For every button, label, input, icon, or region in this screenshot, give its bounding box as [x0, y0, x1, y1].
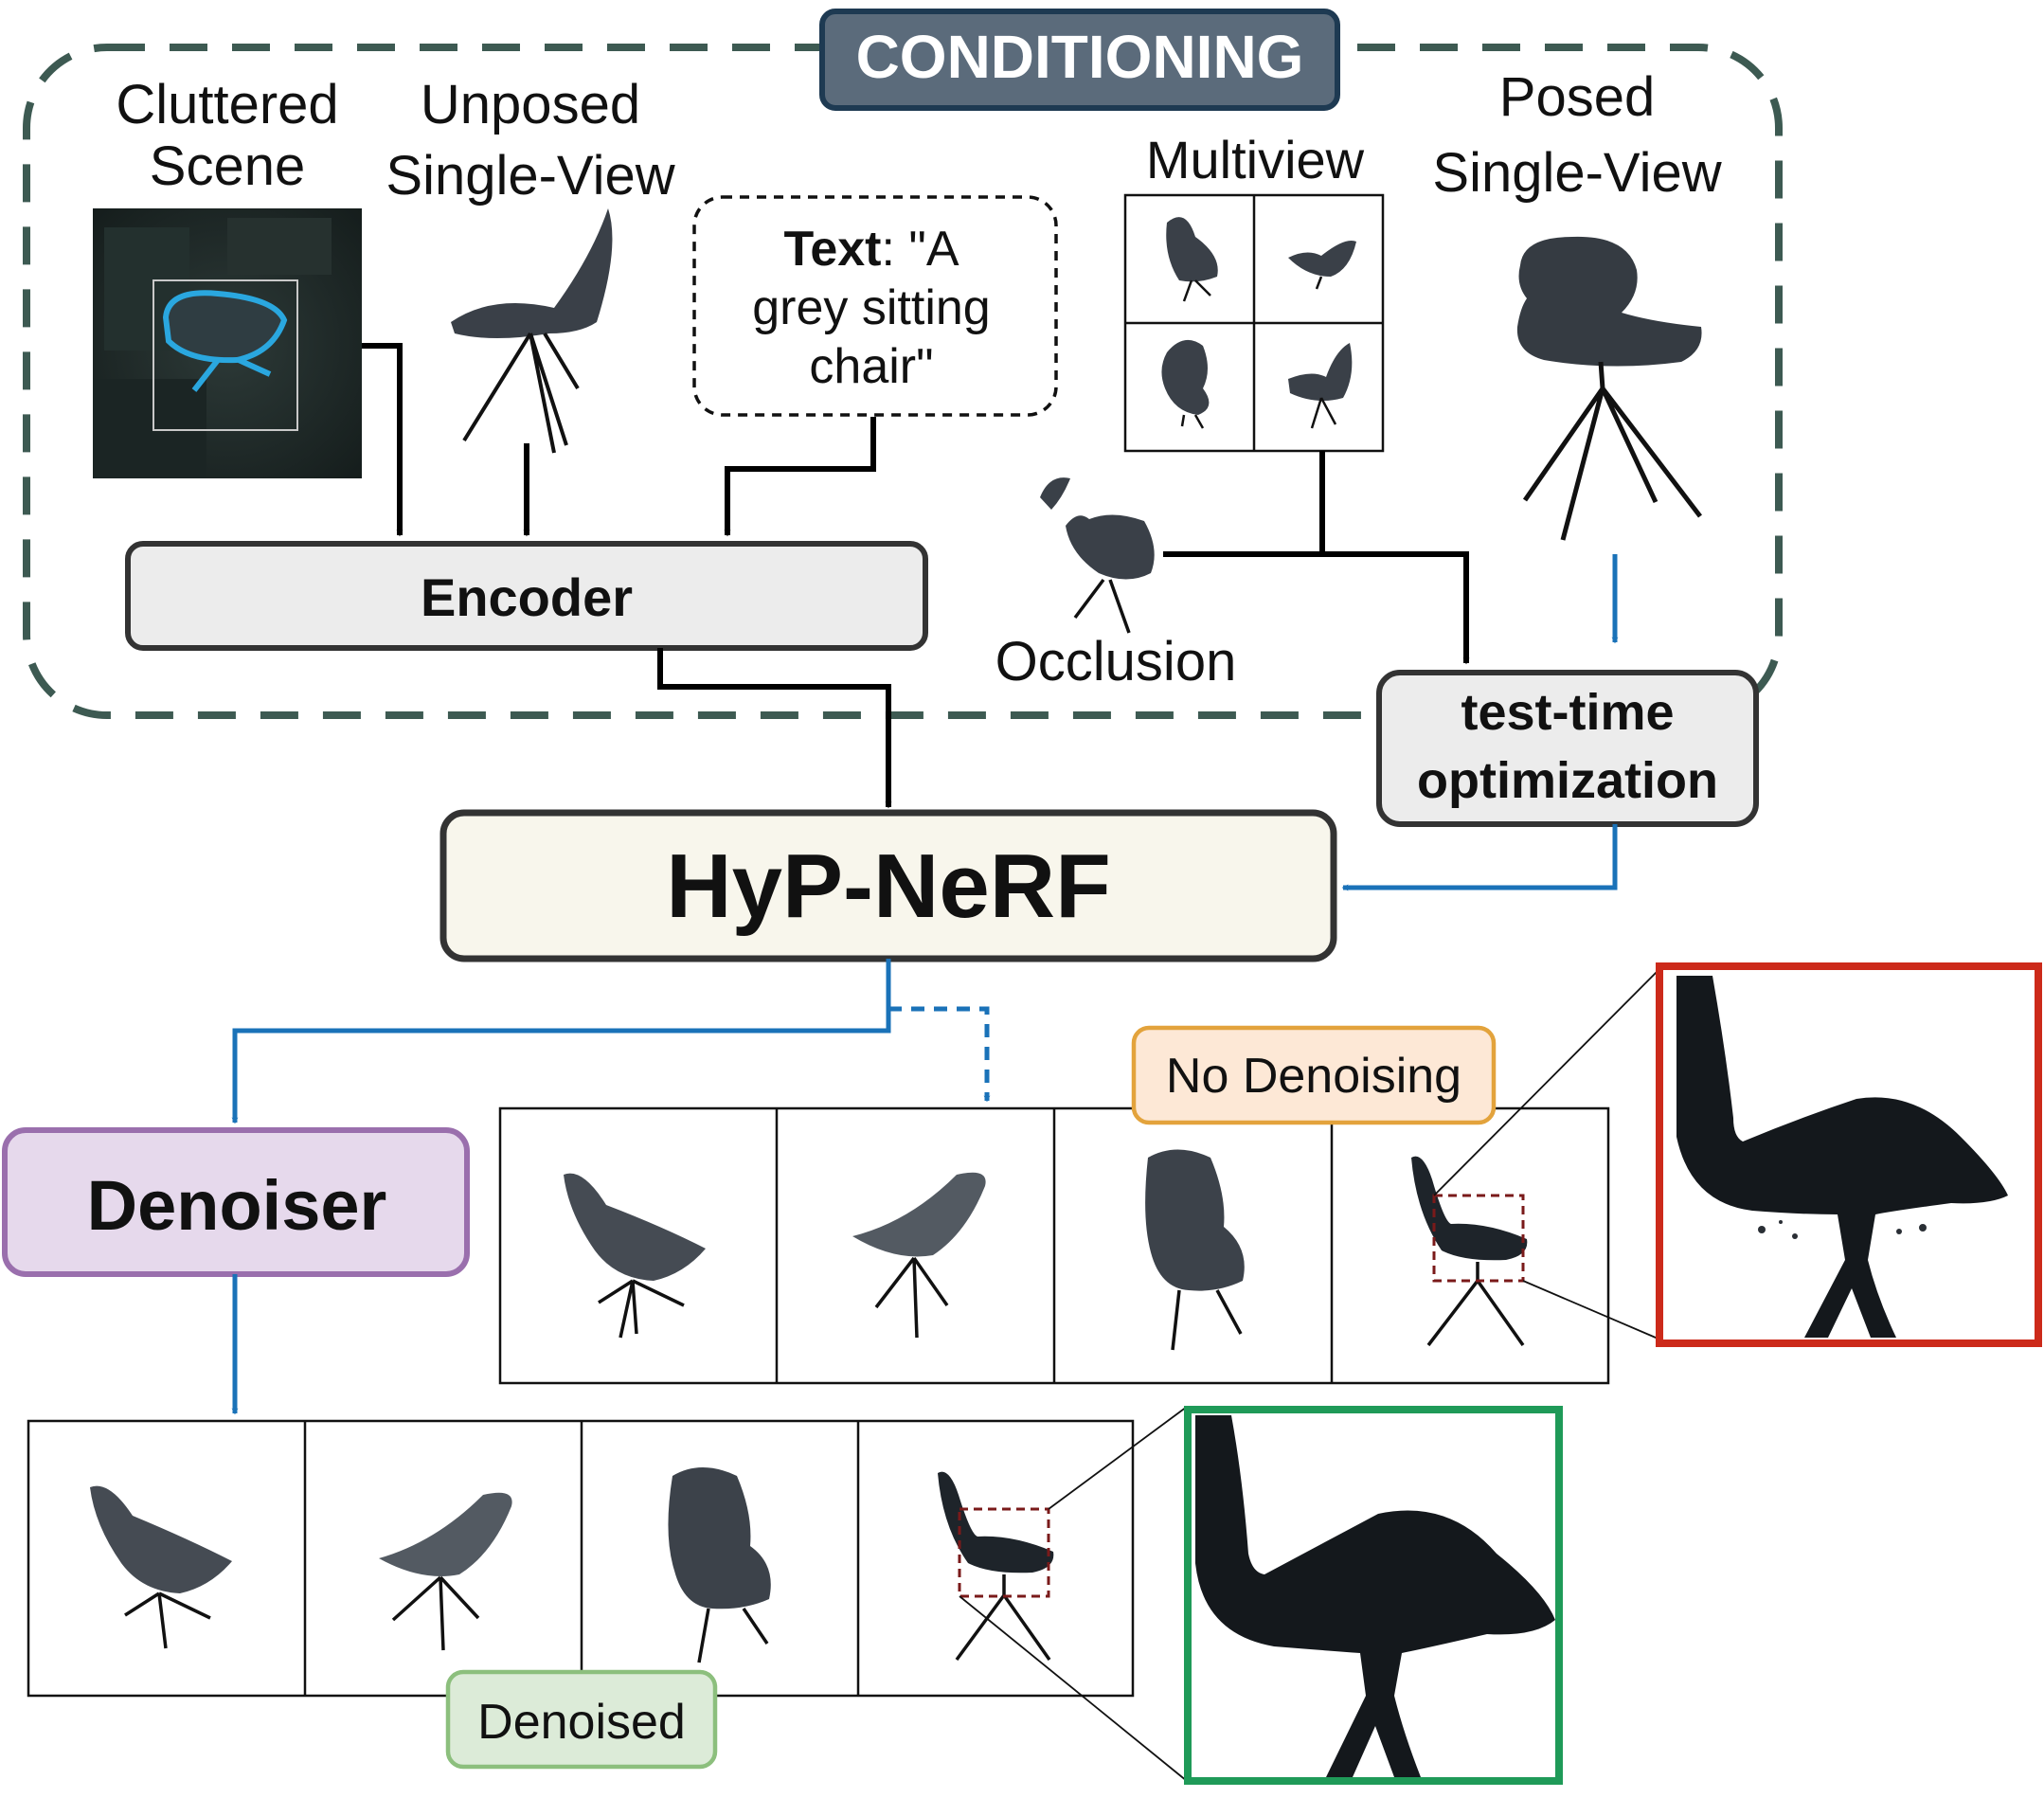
multiview-grid — [1123, 193, 1385, 453]
zoom-no-denoising — [1656, 962, 2042, 1347]
tto-to-hypnerf-arrow — [1341, 824, 1618, 891]
no-denoising-renders — [498, 965, 1663, 1385]
test-time-optimization-box: test-time optimization — [1376, 670, 1759, 827]
posed-chair-image — [1516, 236, 1702, 541]
unposed-label-1: Unposed — [421, 74, 640, 135]
encoder-to-hypnerf-arrow — [657, 648, 892, 809]
no-denoising-badge: No Denoising — [1131, 1025, 1497, 1125]
denoiser-label: Denoiser — [87, 1166, 387, 1245]
zoom-region-denoised — [958, 1507, 1050, 1598]
zoom-denoised — [1184, 1406, 1563, 1785]
hypnerf-to-denoiser-arrow — [231, 959, 891, 1124]
unposed-chair-image — [451, 208, 613, 454]
occlusion-label: Occlusion — [995, 631, 1237, 692]
text-prompt-line-2: grey sitting — [752, 280, 990, 335]
occlusion-to-tto-arrow — [1163, 551, 1470, 665]
test-time-label: test-time — [1461, 684, 1674, 741]
text-prompt-line-1: Text: "A — [783, 222, 959, 277]
denoised-badge: Denoised — [445, 1669, 718, 1770]
scene-to-encoder-arrow — [362, 343, 403, 537]
denoiser-box: Denoiser — [2, 1127, 470, 1277]
posed-label-1: Posed — [1499, 66, 1655, 128]
no-denoising-label: No Denoising — [1166, 1049, 1461, 1104]
text-prompt-box: Text: "A grey sitting chair" — [692, 195, 1058, 417]
denoised-label: Denoised — [477, 1695, 686, 1750]
multiview-label: Multiview — [1146, 130, 1365, 189]
zoom-region-no-denoising — [1432, 1194, 1525, 1283]
text-to-encoder-arrow — [724, 417, 876, 537]
unposed-label-2: Single-View — [385, 145, 675, 207]
conditioning-title: CONDITIONING — [856, 23, 1304, 91]
denoised-renders — [27, 1406, 1188, 1782]
hyp-nerf-box: HyP-NeRF — [439, 809, 1337, 962]
encoder-label: Encoder — [421, 567, 633, 627]
cluttered-scene-label-2: Scene — [150, 135, 305, 197]
cluttered-scene-label-1: Cluttered — [116, 74, 338, 135]
text-prompt-line-3: chair" — [809, 339, 933, 394]
conditioning-region — [23, 44, 1783, 719]
conditioning-title-box: CONDITIONING — [819, 9, 1340, 111]
cluttered-scene-image — [93, 208, 362, 478]
hyp-nerf-label: HyP-NeRF — [666, 836, 1110, 937]
occlusion-chair-image — [1040, 477, 1155, 634]
hypnerf-to-no-denoising-arrow — [888, 1006, 991, 1103]
posed-label-2: Single-View — [1432, 142, 1722, 204]
detection-box — [152, 279, 298, 431]
chair-outline-icon — [162, 290, 288, 364]
encoder-box: Encoder — [125, 541, 928, 651]
optimization-label: optimization — [1417, 752, 1718, 809]
